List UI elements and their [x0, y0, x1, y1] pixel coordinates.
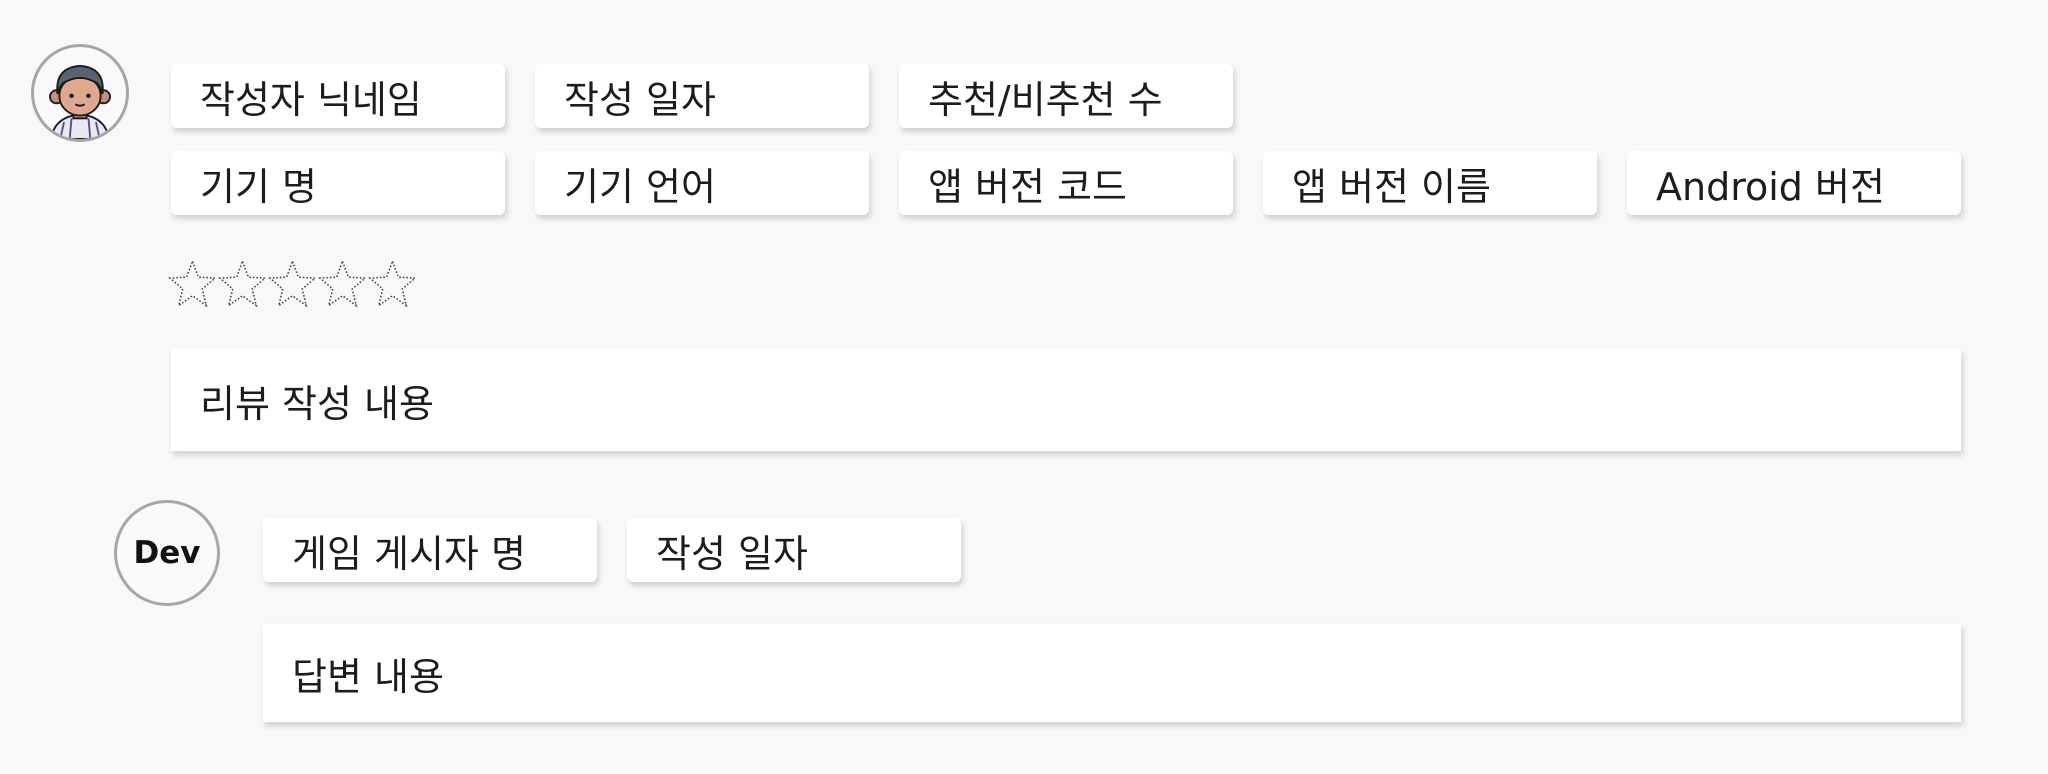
review-date: 작성 일자: [535, 64, 869, 128]
publisher-name: 게임 게시자 명: [263, 518, 597, 582]
review-body: 리뷰 작성 내용: [171, 349, 1961, 451]
device-name: 기기 명: [171, 151, 505, 215]
user-avatar-icon: [31, 44, 129, 142]
app-version-code: 앱 버전 코드: [899, 151, 1233, 215]
star-rating: [168, 258, 417, 314]
app-version-name: 앱 버전 이름: [1263, 151, 1597, 215]
like-dislike-count: 추천/비추천 수: [899, 64, 1233, 128]
android-version: Android 버전: [1627, 151, 1961, 215]
reply-date: 작성 일자: [627, 518, 961, 582]
star-outline-icon: [268, 259, 317, 308]
star-outline-icon: [318, 259, 367, 308]
author-nickname: 작성자 닉네임: [171, 64, 505, 128]
star-outline-icon: [218, 259, 267, 308]
device-language: 기기 언어: [535, 151, 869, 215]
star-outline-icon: [168, 259, 217, 308]
star-outline-icon: [368, 259, 417, 308]
developer-avatar: Dev: [114, 500, 220, 606]
reply-body: 답변 내용: [263, 624, 1961, 722]
